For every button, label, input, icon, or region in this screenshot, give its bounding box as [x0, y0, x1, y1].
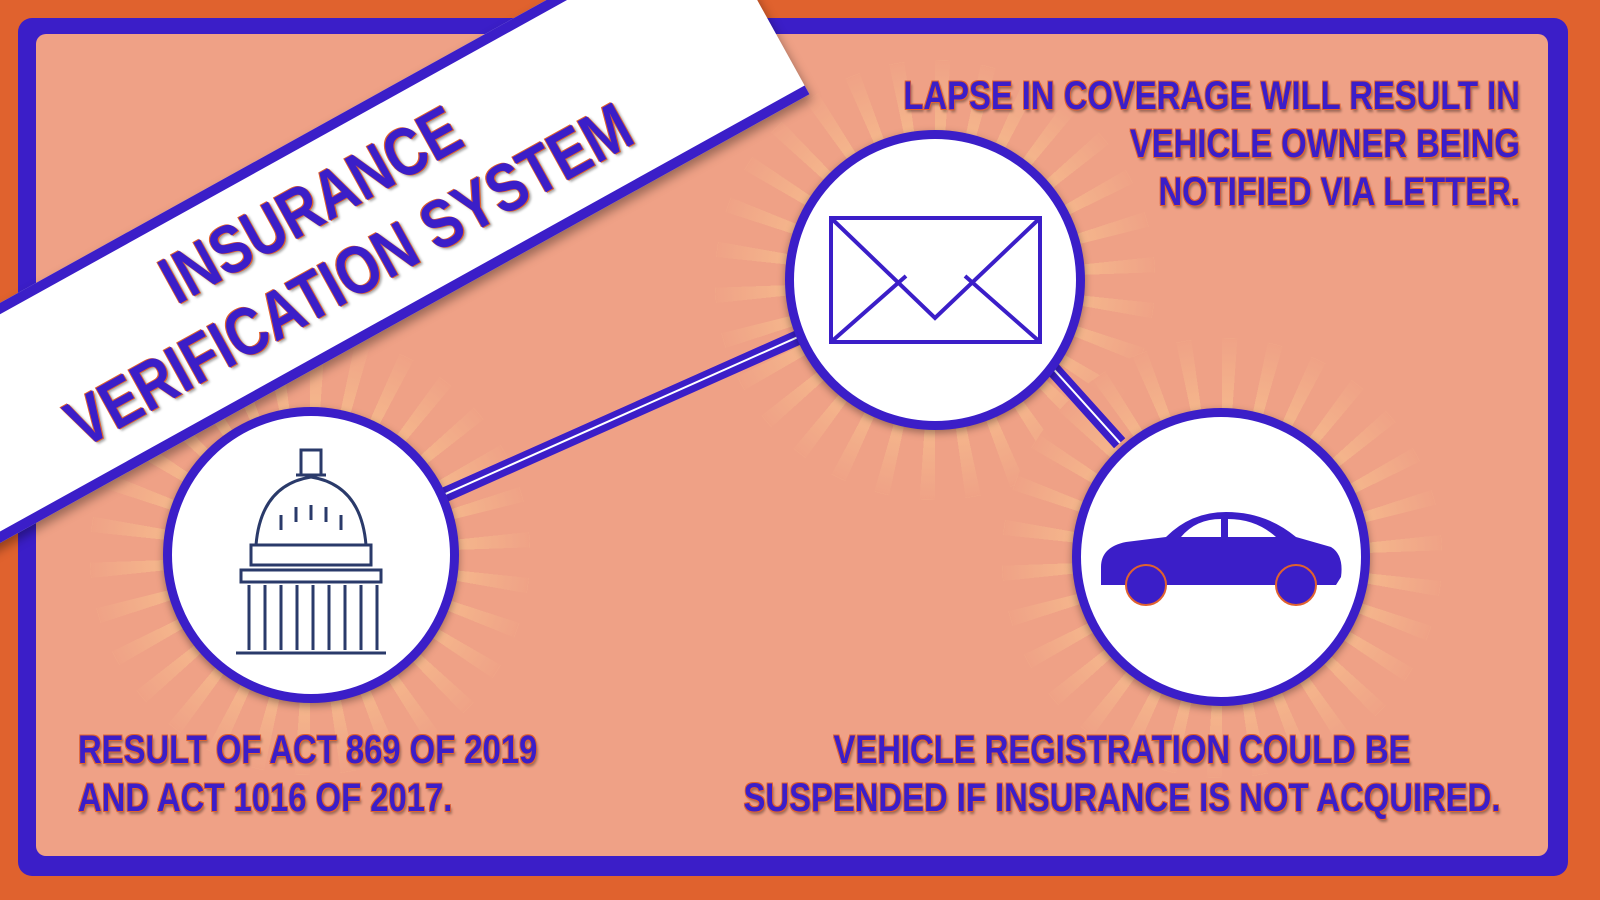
note-line: RESULT OF ACT 869 OF 2019	[78, 728, 538, 772]
connector-line	[437, 326, 810, 504]
note-line: AND ACT 1016 OF 2017.	[78, 776, 453, 820]
car-node	[1072, 408, 1370, 706]
capitol-node	[163, 407, 459, 703]
note-line: LAPSE IN COVERAGE WILL RESULT IN	[903, 74, 1520, 118]
note-line: SUSPENDED IF INSURANCE IS NOT ACQUIRED.	[743, 776, 1501, 820]
note-line: NOTIFIED VIA LETTER.	[1158, 170, 1520, 214]
note-line: VEHICLE OWNER BEING	[1130, 122, 1520, 166]
suspension-note: VEHICLE REGISTRATION COULD BE SUSPENDED …	[723, 726, 1520, 822]
act-note: RESULT OF ACT 869 OF 2019 AND ACT 1016 O…	[78, 726, 537, 822]
capitol-icon	[236, 448, 386, 655]
car-icon	[1101, 512, 1342, 606]
panel: LAPSE IN COVERAGE WILL RESULT IN VEHICLE…	[36, 34, 1548, 856]
note-line: VEHICLE REGISTRATION COULD BE	[833, 728, 1411, 772]
envelope-node	[785, 130, 1085, 430]
lapse-note: LAPSE IN COVERAGE WILL RESULT IN VEHICLE…	[903, 72, 1520, 216]
envelope-icon	[828, 216, 1042, 344]
